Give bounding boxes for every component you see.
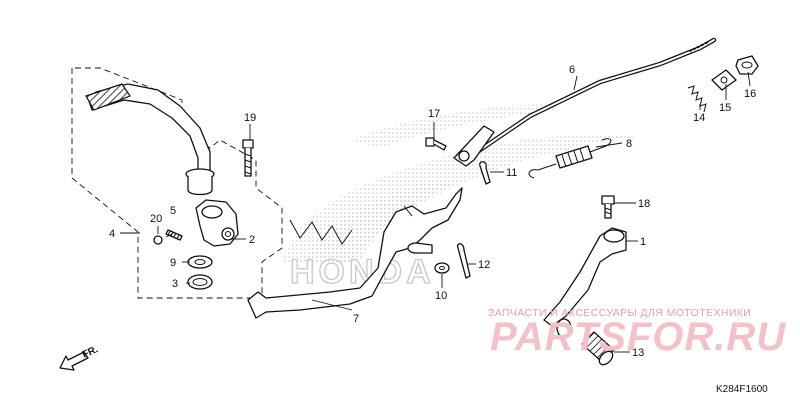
bolt-17 — [425, 137, 447, 151]
cotter-pin-11 — [479, 161, 491, 185]
callout-3: 3 — [172, 278, 178, 290]
spring-pin-5 — [165, 229, 183, 241]
kick-starter-arm — [85, 83, 215, 196]
callout-2: 2 — [249, 234, 255, 246]
bolt-18 — [601, 195, 615, 219]
callout-14: 14 — [693, 112, 705, 124]
callout-12: 12 — [478, 259, 490, 271]
bolt-19 — [242, 139, 254, 177]
callout-20: 20 — [150, 213, 162, 225]
washer-9 — [187, 255, 213, 269]
front-direction-arrow: FR. — [59, 344, 100, 371]
watermark-site: PARTSFOR.RU — [490, 315, 786, 359]
washer-10 — [434, 262, 450, 274]
callout-8: 8 — [626, 138, 632, 150]
drawing-code: K284F1600 — [716, 384, 768, 395]
callout-4: 4 — [109, 228, 115, 240]
honda-wing-logo: HONDA — [282, 104, 640, 292]
callout-11: 11 — [506, 167, 517, 179]
honda-watermark-text: HONDA — [290, 253, 435, 291]
shift-rubber-13 — [581, 331, 615, 366]
leader-lines — [120, 71, 751, 353]
return-spring-8 — [528, 138, 612, 179]
assembly-group-outline — [71, 67, 283, 299]
callout-10: 10 — [435, 290, 447, 302]
nut-16 — [735, 55, 759, 75]
watermark-tagline: ЗАПЧАСТИ И АКСЕССУАРЫ ДЛЯ МОТОТЕХНИКИ — [488, 307, 751, 319]
joint-15 — [711, 69, 737, 91]
callout-6: 6 — [569, 64, 575, 76]
callout-18: 18 — [638, 198, 650, 210]
callout-5: 5 — [170, 205, 176, 217]
cotter-pin-12 — [457, 243, 471, 279]
callout-13: 13 — [632, 347, 644, 359]
callout-7: 7 — [353, 313, 359, 325]
callout-16: 16 — [744, 88, 756, 100]
callout-9: 9 — [170, 257, 176, 269]
brake-rod-6 — [453, 37, 717, 167]
callout-19: 19 — [244, 112, 256, 124]
gear-shift-pedal-1 — [543, 227, 627, 338]
oil-seal-3 — [187, 274, 213, 290]
spring-14 — [687, 85, 707, 113]
brake-pedal-7 — [247, 187, 463, 319]
front-direction-label: FR. — [81, 344, 100, 361]
callout-1: 1 — [640, 236, 646, 248]
kick-arm-clamp — [195, 199, 239, 247]
callout-15: 15 — [719, 102, 731, 114]
ball-20 — [153, 235, 163, 245]
callout-17: 17 — [428, 108, 440, 120]
callout-labels: 1 2 3 4 5 6 7 8 9 10 11 12 13 14 15 16 1… — [109, 64, 756, 359]
